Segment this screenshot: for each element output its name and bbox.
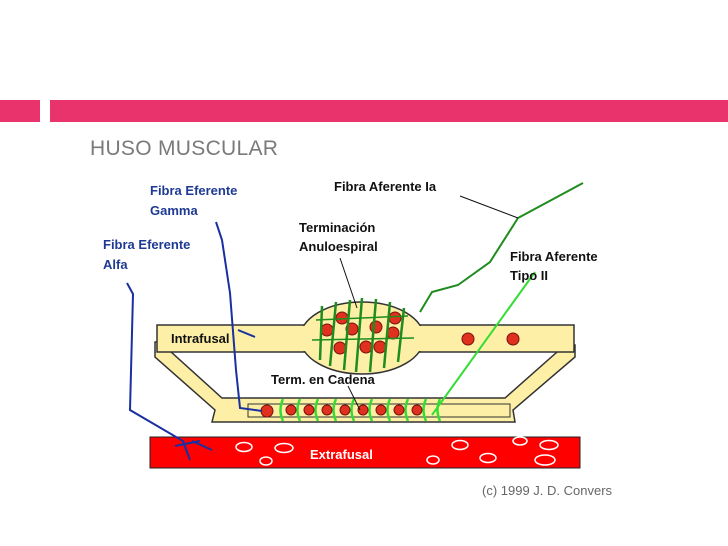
copyright-credit: (c) 1999 J. D. Convers <box>482 483 613 498</box>
chain-ending <box>279 398 442 422</box>
label-intrafusal: Intrafusal <box>171 331 230 346</box>
label-annulospiral-line2: Anuloespiral <box>299 239 378 254</box>
label-extrafusal: Extrafusal <box>310 447 373 462</box>
label-annulospiral-line1: Terminación <box>299 220 375 235</box>
label-afferent-ii-line2: Tipo II <box>510 268 548 283</box>
label-efferent-alfa-line2: Alfa <box>103 257 128 272</box>
efferent-gamma-branch <box>237 329 256 338</box>
callout-lines <box>339 195 519 411</box>
label-efferent-gamma-line2: Gamma <box>150 203 198 218</box>
extrafusal-nuclei <box>235 436 559 466</box>
accent-bar-large <box>50 100 728 122</box>
label-chain-ending: Term. en Cadena <box>271 372 376 387</box>
label-efferent-alfa-line1: Fibra Eferente <box>103 237 190 252</box>
afferent-ii-fiber <box>431 271 536 416</box>
label-efferent-gamma-line1: Fibra Eferente <box>150 183 237 198</box>
spindle-capsule <box>154 341 576 423</box>
extrafusal-fiber: Extrafusal <box>149 436 581 469</box>
efferent-alfa-ending <box>174 440 213 461</box>
bag-nuclei <box>260 311 520 418</box>
annulospiral-ending <box>311 297 415 373</box>
efferent-gamma-fiber <box>215 221 263 412</box>
afferent-ia-fiber <box>419 182 584 313</box>
chain-nuclei <box>285 404 423 416</box>
slide-title: HUSO MUSCULAR <box>90 137 279 160</box>
accent-bar-small <box>0 100 40 122</box>
label-afferent-ia: Fibra Aferente Ia <box>334 179 437 194</box>
label-afferent-ii-line1: Fibra Aferente <box>510 249 598 264</box>
